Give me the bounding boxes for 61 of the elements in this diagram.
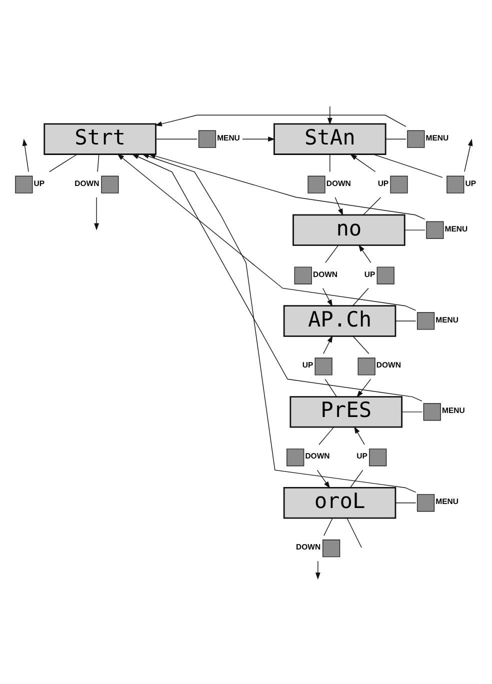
arrow (350, 153, 376, 172)
node-box: Strt (44, 122, 156, 154)
node-label: UP (378, 178, 389, 188)
connector (324, 517, 333, 536)
connector (404, 229, 426, 230)
node-box: oroL (283, 486, 396, 518)
connector (350, 469, 364, 488)
node-box: StAn (274, 122, 386, 154)
connector (363, 196, 382, 215)
arrow (154, 114, 406, 126)
node-label: UP (465, 178, 476, 188)
arrow (142, 153, 416, 492)
connector (318, 426, 334, 444)
connector (352, 336, 370, 354)
arrow (334, 196, 344, 216)
arrow (354, 426, 365, 444)
node-label: MENU (426, 132, 449, 142)
arrow (132, 153, 422, 401)
node-label: UP (364, 269, 376, 278)
arrow (242, 136, 276, 142)
connector (395, 502, 416, 503)
connector (325, 244, 338, 263)
connector (97, 154, 100, 172)
arrow (316, 469, 330, 488)
connector (324, 378, 337, 397)
node-label: MENU (436, 496, 458, 506)
node-label: UP (34, 178, 45, 188)
node-label: DOWN (74, 178, 100, 188)
node-label: DOWN (312, 269, 338, 278)
arrow (464, 138, 473, 172)
arrow (358, 244, 372, 263)
node-label: DOWN (376, 360, 401, 370)
node-label: DOWN (305, 451, 330, 460)
connector (48, 154, 78, 172)
node-box: AP.Ch (283, 304, 396, 336)
connector (155, 138, 198, 139)
node-label: MENU (217, 132, 240, 142)
arrow (356, 378, 372, 398)
node-label: MENU (444, 224, 468, 233)
arrow (117, 153, 416, 310)
arrow (22, 138, 29, 172)
arrow (322, 287, 333, 306)
node-label: UP (302, 360, 314, 370)
node-label: MENU (436, 314, 458, 324)
node-box: PrES (290, 396, 402, 428)
connector (385, 138, 406, 139)
arrow (323, 334, 333, 354)
arrow (148, 153, 426, 219)
node-label: MENU (442, 406, 465, 415)
node-label: UP (356, 451, 368, 460)
node-label: DOWN (326, 178, 351, 188)
connector (372, 153, 443, 178)
connector (395, 320, 416, 321)
arrow (315, 560, 320, 580)
node-box: no (292, 214, 406, 246)
connector (402, 411, 422, 412)
node-label: DOWN (296, 542, 321, 552)
arrow (327, 106, 332, 124)
arrow (94, 196, 100, 230)
connector (352, 287, 369, 306)
connector (346, 517, 362, 548)
